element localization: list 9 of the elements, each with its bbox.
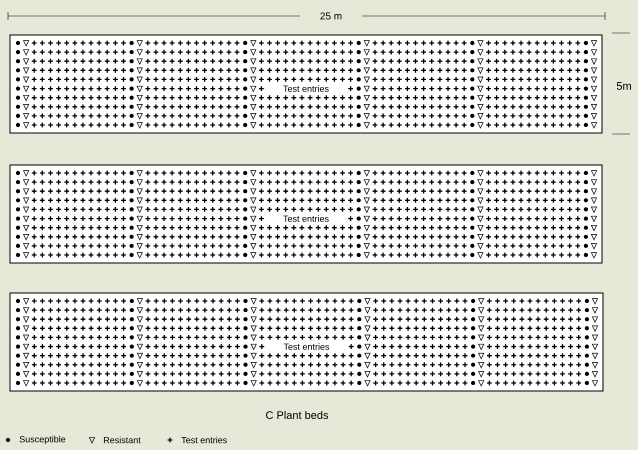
dimension-label: 25 m: [320, 12, 342, 20]
bed-label: Test entries: [284, 343, 330, 350]
legend-label: Test entries: [181, 436, 227, 444]
caption: C Plant beds: [266, 410, 328, 420]
legend-label: Susceptible: [20, 436, 66, 444]
legend-label: Resistant: [104, 436, 141, 444]
bed-label: Test entries: [283, 215, 329, 222]
dimension-label: 5m: [616, 82, 631, 90]
bed-label: Test entries: [283, 85, 329, 92]
